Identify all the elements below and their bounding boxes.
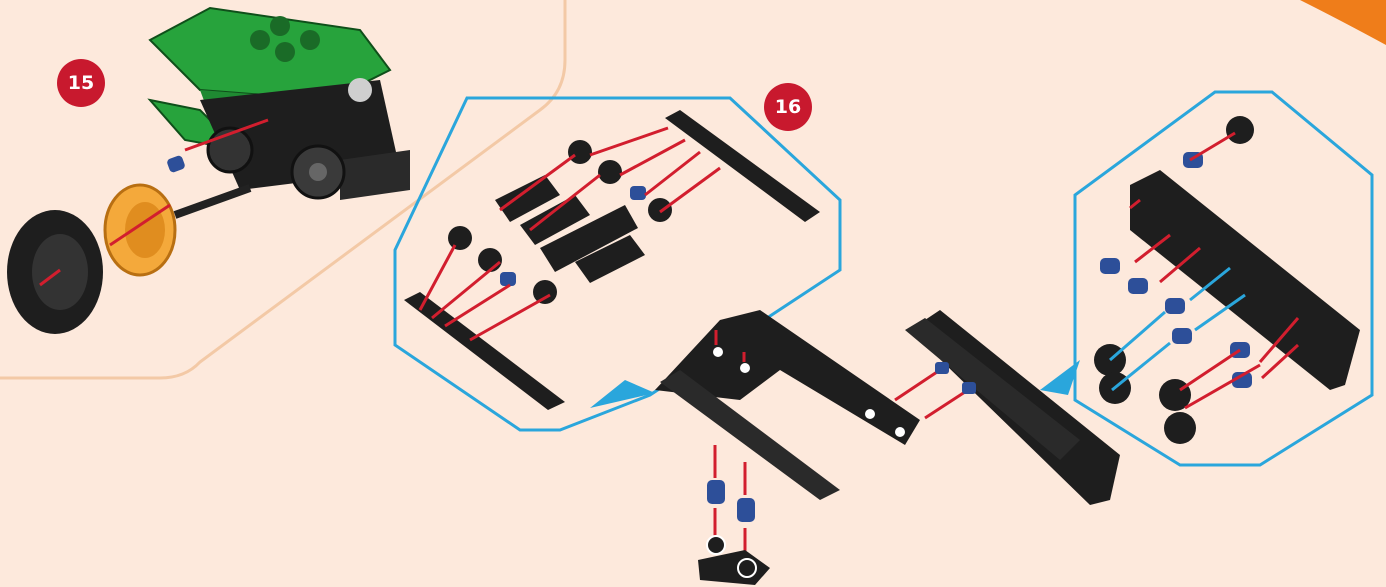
step-number-badge: 15 — [57, 59, 105, 107]
axle — [175, 188, 250, 215]
blue-connector — [166, 155, 186, 174]
step-15-assembly — [7, 8, 410, 334]
step-16-left-callout — [395, 98, 840, 430]
step-16-center-frame — [655, 310, 968, 585]
step-number-badge: 16 — [764, 83, 812, 131]
corner-accent — [1300, 0, 1386, 45]
step-16-right-callout — [1040, 92, 1372, 465]
callout-left-pointer — [590, 380, 655, 408]
